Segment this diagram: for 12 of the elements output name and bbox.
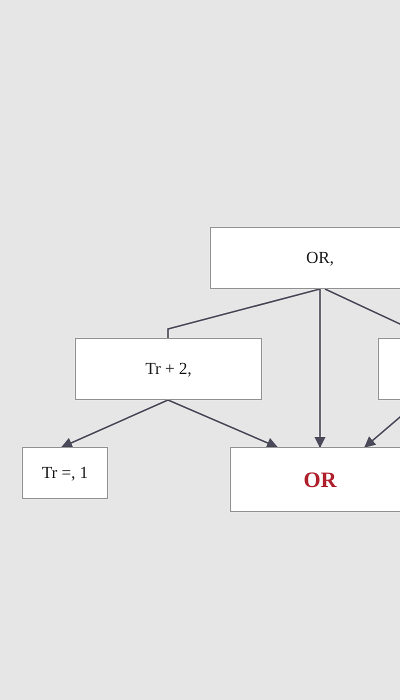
node-label: OR,: [306, 248, 334, 268]
arrow: [60, 399, 168, 448]
process-box: [22, 447, 108, 499]
process-box: [230, 447, 400, 512]
arrow: [314, 289, 326, 448]
connector-line: [167, 288, 320, 338]
node-label: OR: [304, 466, 336, 492]
process-box: [75, 338, 262, 400]
arrow: [168, 399, 278, 448]
process-box: [210, 227, 400, 289]
node-label: Tr + 2,: [145, 359, 192, 379]
node-label: Tr =, 1: [42, 463, 88, 483]
